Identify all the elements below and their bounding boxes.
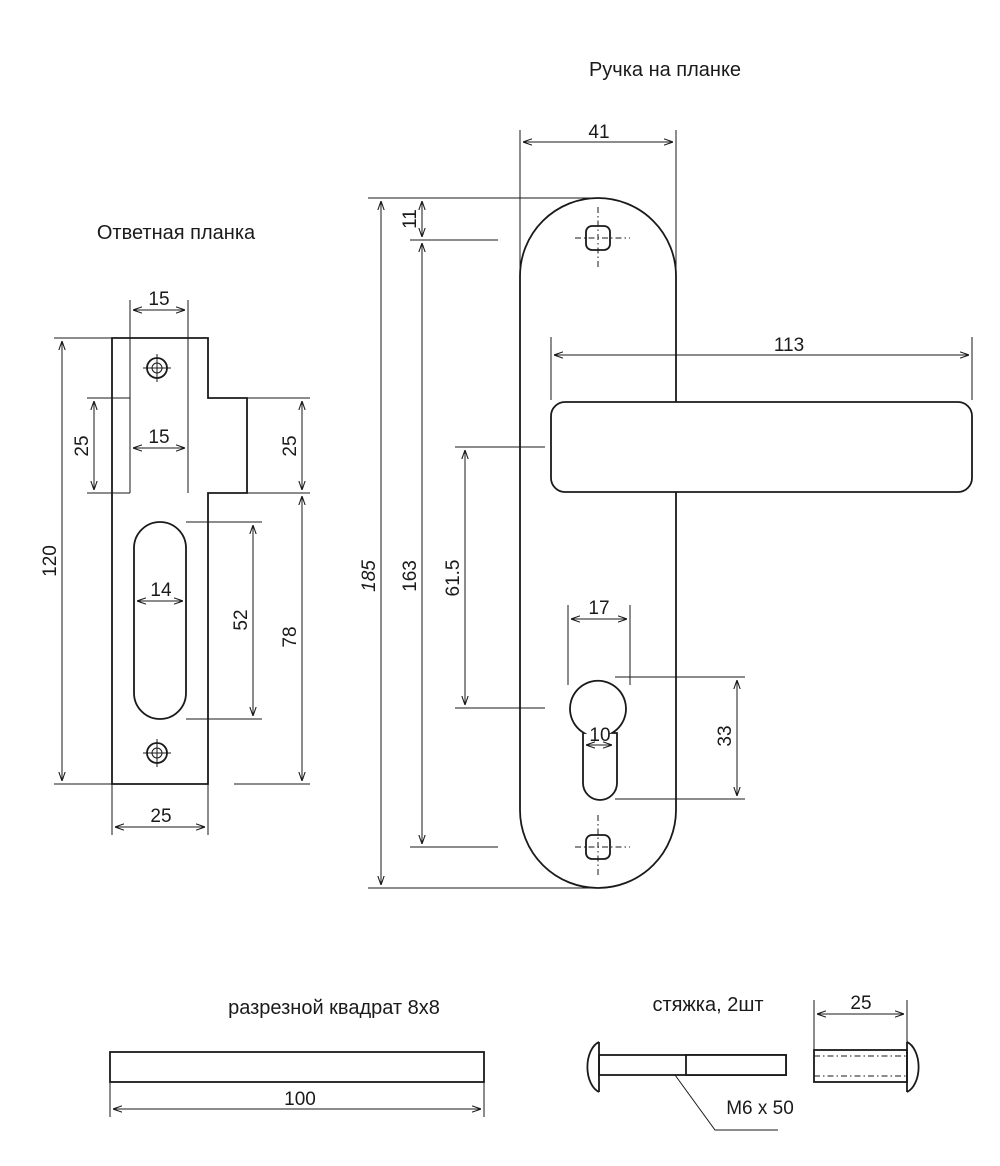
dim-handle-to-cylinder: 61.5	[443, 560, 464, 597]
spindle-title: разрезной квадрат 8x8	[228, 997, 440, 1019]
dim-handle-plate-width: 41	[588, 122, 609, 143]
bolt-thread-label: M6 x 50	[726, 1098, 794, 1119]
dim-handle-total-height: 185	[359, 560, 380, 592]
dim-handle-lever-length: 113	[774, 335, 804, 356]
dim-handle-top-offset: 11	[400, 209, 421, 229]
strike-plate-title: Ответная планка	[97, 222, 256, 244]
dim-strike-slot-height: 52	[231, 609, 252, 630]
thread-leader	[674, 1074, 778, 1131]
dim-strike-lower-height: 78	[280, 626, 301, 647]
dim-handle-hole-spacing: 163	[400, 560, 421, 592]
dim-strike-right-height: 25	[280, 435, 301, 456]
dim-strike-inner-width: 15	[148, 427, 169, 448]
strike-plate: 15 15 25 25 120 14 52 78 25	[40, 289, 310, 835]
bolt-head	[586, 1041, 600, 1093]
screw-hole-icon	[143, 354, 171, 382]
spindle: 100	[109, 1051, 485, 1117]
screw-hole-icon	[143, 739, 171, 767]
bolt-thread	[685, 1054, 787, 1076]
cylinder-hole	[569, 679, 627, 801]
handle-plate-title: Ручка на планке	[589, 59, 741, 81]
sleeve-body	[813, 1049, 908, 1083]
strike-plate-outline	[111, 337, 248, 785]
dim-strike-left-height: 25	[72, 435, 93, 456]
sleeve-head	[906, 1041, 920, 1093]
dim-sleeve-length: 25	[850, 993, 871, 1014]
screws-title: стяжка, 2шт	[652, 994, 763, 1016]
dim-cylinder-height: 33	[715, 725, 736, 746]
dim-spindle-length: 100	[284, 1089, 316, 1110]
dim-strike-total-height: 120	[40, 545, 61, 577]
dim-cylinder-width: 17	[588, 598, 609, 619]
dim-strike-top-width: 15	[148, 289, 169, 310]
mounting-hole-icon	[575, 207, 630, 270]
strike-slot	[133, 521, 187, 720]
dim-cylinder-slot: 10	[589, 725, 610, 746]
screws: M6 x 50 25	[586, 993, 920, 1131]
lever-handle	[550, 401, 973, 493]
dim-strike-slot-width: 14	[150, 580, 172, 601]
spindle-bar	[109, 1051, 485, 1083]
dim-strike-bottom-width: 25	[150, 806, 171, 827]
mounting-hole-icon	[575, 815, 630, 878]
handle-plate-outline	[519, 197, 677, 889]
handle-plate: 41 11 113 185 163 61.5 17 10 33	[359, 122, 973, 889]
